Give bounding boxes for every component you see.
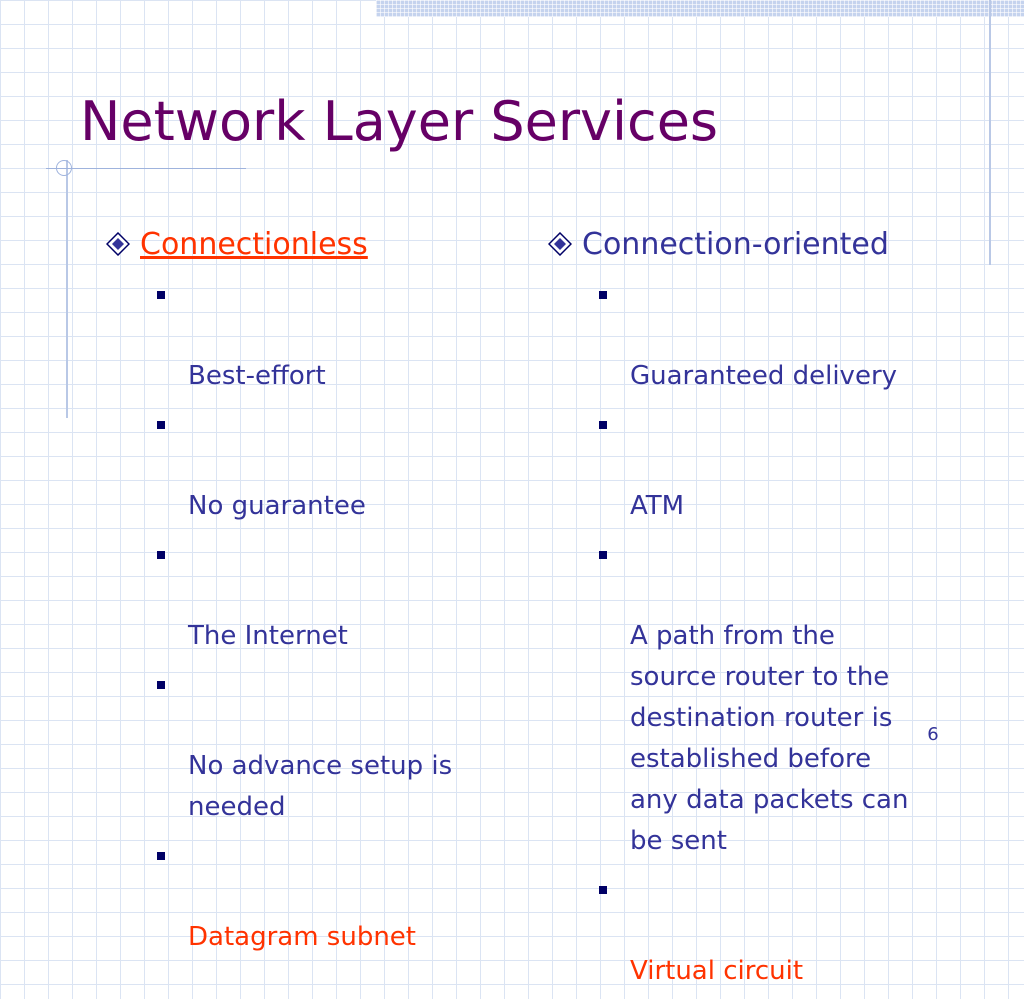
page-number: 6 bbox=[927, 724, 939, 745]
square-bullet-icon bbox=[599, 886, 607, 894]
list-item-text: Best-effort bbox=[188, 361, 326, 391]
square-bullet-icon bbox=[157, 291, 165, 299]
connection-oriented-list: Guaranteed delivery ATM A path from the … bbox=[548, 274, 968, 992]
square-bullet-icon bbox=[599, 291, 607, 299]
list-item-text: The Internet bbox=[188, 621, 348, 651]
square-bullet-icon bbox=[599, 551, 607, 559]
right-decorative-line bbox=[989, 0, 991, 265]
title-underline-rule bbox=[46, 168, 246, 169]
list-item: ATM bbox=[599, 404, 968, 527]
connection-oriented-heading-text: Connection-oriented bbox=[582, 226, 889, 262]
connectionless-list: Best-effort No guarantee The Internet No… bbox=[106, 274, 526, 958]
diamond-icon bbox=[548, 232, 572, 256]
list-item: No guarantee bbox=[157, 404, 526, 527]
list-item: Datagram subnet bbox=[157, 835, 526, 958]
square-bullet-icon bbox=[157, 852, 165, 860]
list-item-text: Datagram subnet bbox=[188, 922, 416, 952]
title-rule-circle bbox=[56, 160, 72, 176]
connectionless-heading: Connectionless bbox=[106, 222, 526, 266]
list-item-text: Virtual circuit bbox=[630, 956, 804, 986]
list-item-text: Guaranteed delivery bbox=[630, 361, 898, 391]
list-item: Guaranteed delivery bbox=[599, 274, 968, 397]
square-bullet-icon bbox=[157, 551, 165, 559]
left-decorative-line bbox=[66, 160, 68, 418]
connectionless-link[interactable]: Connectionless bbox=[140, 226, 368, 262]
list-item: No advance setup is needed bbox=[157, 664, 526, 828]
square-bullet-icon bbox=[157, 681, 165, 689]
square-bullet-icon bbox=[599, 421, 607, 429]
list-item: A path from the source router to the des… bbox=[599, 534, 968, 862]
list-item: The Internet bbox=[157, 534, 526, 657]
list-item: Virtual circuit bbox=[599, 869, 968, 992]
right-column: Connection-oriented Guaranteed delivery … bbox=[548, 222, 968, 999]
list-item-text: A path from the source router to the des… bbox=[630, 621, 909, 856]
list-item-text: ATM bbox=[630, 491, 685, 521]
connection-oriented-heading: Connection-oriented bbox=[548, 222, 968, 266]
left-column: Connectionless Best-effort No guarantee … bbox=[106, 222, 526, 965]
diamond-icon bbox=[106, 232, 130, 256]
square-bullet-icon bbox=[157, 421, 165, 429]
list-item-text: No advance setup is needed bbox=[188, 751, 453, 822]
list-item-text: No guarantee bbox=[188, 491, 366, 521]
slide-title: Network Layer Services bbox=[80, 90, 719, 153]
list-item: Best-effort bbox=[157, 274, 526, 397]
top-decorative-band bbox=[376, 0, 1024, 17]
